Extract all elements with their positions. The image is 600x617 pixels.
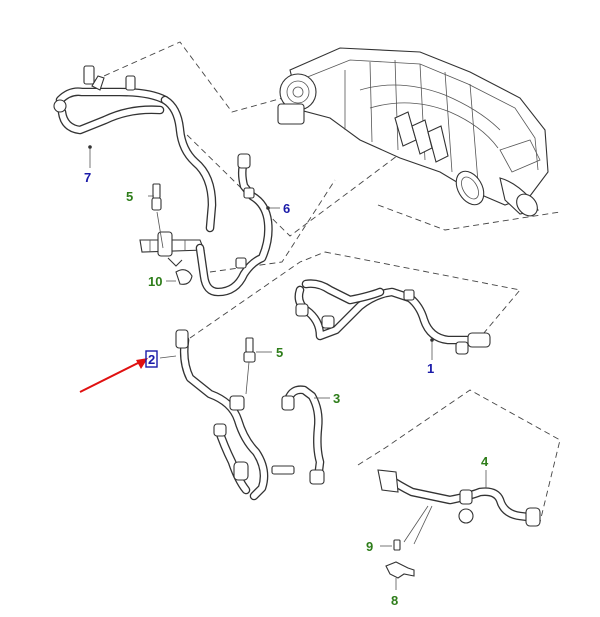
callout-1: 1 — [427, 361, 434, 376]
clip-10 — [175, 269, 193, 285]
intake-manifold-assembly — [277, 47, 549, 217]
sensor-5-upper — [151, 183, 162, 211]
bracket-8 — [385, 561, 415, 579]
red-arrow-indicator — [79, 358, 148, 393]
hose-6 — [195, 153, 273, 297]
callout-8: 8 — [391, 593, 398, 608]
hose-7 — [53, 65, 217, 233]
junction-fitting — [139, 231, 205, 267]
callout-2: 2 — [148, 352, 155, 367]
assembly-dashed-lines — [94, 41, 561, 523]
callout-9: 9 — [366, 539, 373, 554]
callout-2-highlight-box — [145, 350, 158, 368]
callout-4: 4 — [481, 454, 489, 469]
hose-4 — [377, 469, 541, 527]
hose-3 — [281, 385, 325, 485]
callout-leaders — [88, 145, 487, 590]
callout-10: 10 — [148, 274, 162, 289]
callout-5-lower: 5 — [276, 345, 283, 360]
callout-6: 6 — [283, 201, 290, 216]
callout-3: 3 — [333, 391, 340, 406]
hose-1 — [294, 279, 491, 355]
leaders-8-9 — [403, 505, 433, 545]
bolt-9 — [393, 539, 401, 551]
callout-labels: 7 5 10 6 1 2 5 3 4 9 8 — [84, 170, 489, 608]
callout-5-upper: 5 — [126, 189, 133, 204]
sensor-5-lower — [243, 337, 256, 395]
callout-7: 7 — [84, 170, 91, 185]
hose-2 — [175, 329, 295, 501]
